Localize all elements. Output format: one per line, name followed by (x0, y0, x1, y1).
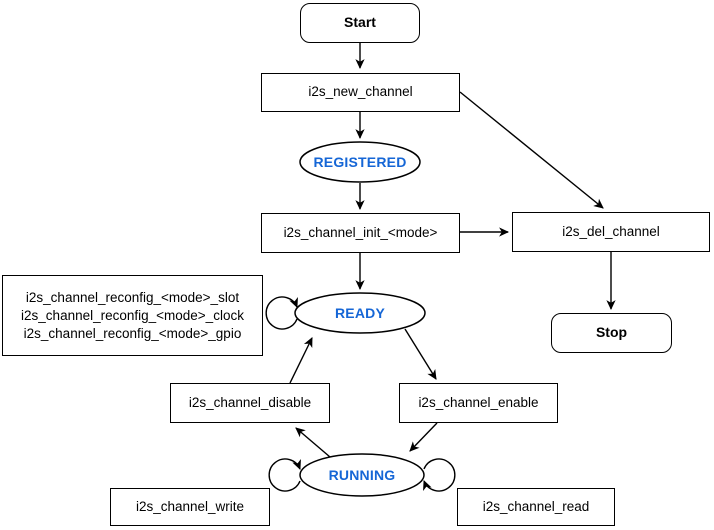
state-ellipses (294, 141, 426, 497)
running-selfloop-left (268, 458, 301, 492)
edge-ready-to-enable (404, 328, 437, 380)
reconfig-slot-label: i2s_channel_reconfig_<mode>_slot (25, 289, 240, 305)
running-selfloop-right (423, 458, 456, 492)
edge-disable-to-ready (289, 337, 313, 384)
ready-ellipse (294, 292, 426, 334)
channel-read-label: i2s_channel_read (482, 498, 590, 514)
start-label: Start (344, 14, 376, 31)
registered-ellipse (299, 141, 421, 183)
start-node: Start (300, 3, 420, 43)
channel-read-node: i2s_channel_read (457, 488, 615, 526)
channel-enable-label: i2s_channel_enable (418, 394, 539, 410)
channel-init-label: i2s_channel_init_<mode> (283, 224, 438, 240)
reconfig-node: i2s_channel_reconfig_<mode>_slot i2s_cha… (2, 275, 263, 356)
new-channel-label: i2s_new_channel (308, 84, 413, 100)
reconfig-clock-label: i2s_channel_reconfig_<mode>_clock (21, 307, 244, 323)
arrow-edges (289, 43, 616, 458)
channel-write-label: i2s_channel_write (135, 498, 245, 514)
channel-write-node: i2s_channel_write (110, 488, 270, 526)
stop-node: Stop (551, 313, 672, 353)
channel-disable-label: i2s_channel_disable (188, 394, 312, 410)
channel-enable-node: i2s_channel_enable (399, 383, 558, 423)
new-channel-node: i2s_new_channel (261, 73, 460, 112)
del-channel-label: i2s_del_channel (562, 223, 660, 239)
channel-disable-node: i2s_channel_disable (170, 383, 330, 423)
reconfig-gpio-label: i2s_channel_reconfig_<mode>_gpio (23, 325, 242, 341)
edge-newchannel-to-delchannel (459, 91, 604, 209)
ready-selfloop (265, 296, 298, 330)
del-channel-node: i2s_del_channel (512, 212, 710, 252)
edge-enable-to-running (409, 422, 438, 452)
running-ellipse (299, 453, 425, 497)
edge-running-to-disable (295, 427, 331, 458)
channel-init-node: i2s_channel_init_<mode> (261, 213, 460, 253)
self-loops (265, 296, 456, 492)
stop-label: Stop (595, 324, 628, 341)
